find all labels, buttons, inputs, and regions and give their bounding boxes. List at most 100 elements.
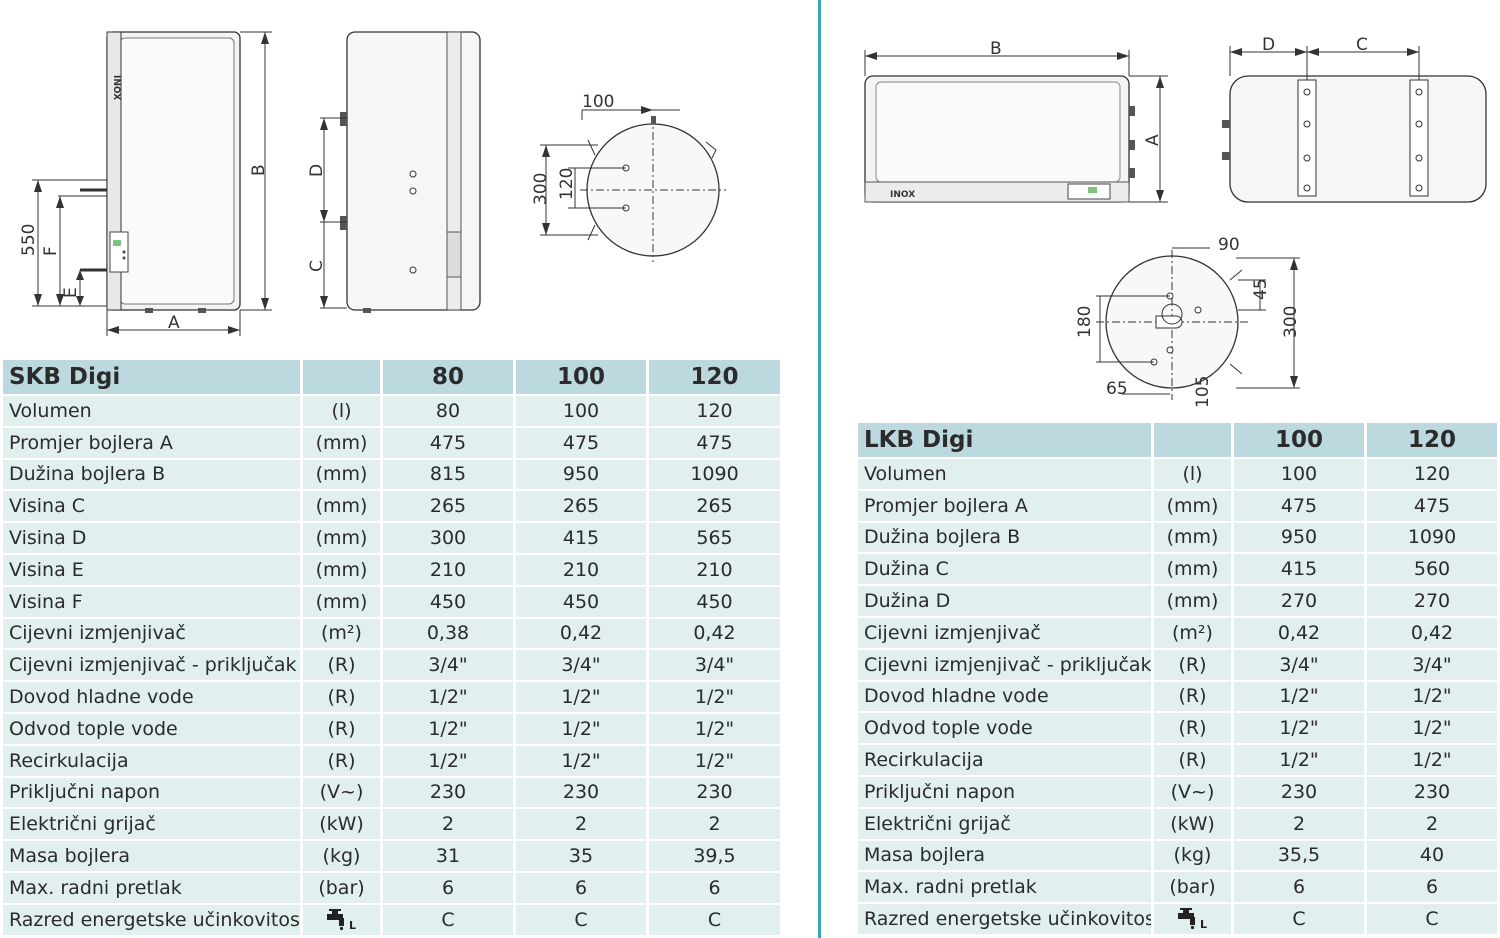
row-value: 1/2" [1234,713,1367,746]
row-unit: (mm) [303,554,383,587]
skb-model-80: 80 [383,360,516,396]
row-unit: (mm) [1154,554,1234,587]
dim-105-label: 105 [1193,376,1213,408]
row-label: Priključni napon [858,776,1154,809]
dim-c-label: C [307,260,327,272]
table-row: Recirkulacija(R)1/2"1/2"1/2" [3,745,783,778]
row-value: 1/2" [1234,681,1367,714]
row-value: 210 [649,554,783,587]
row-unit: (m²) [303,618,383,651]
lkb-unit-header [1154,423,1234,459]
row-value: 475 [1234,490,1367,523]
skb-side-drawing: D C [300,0,500,320]
table-row: Dovod hladne vode(R)1/2"1/2" [858,681,1500,714]
brand-inox-label: INOX [111,75,121,100]
tap-L-icon: L [1176,908,1210,931]
tap-L-icon: L [325,908,359,932]
dim-a-label: A [168,313,180,333]
table-row: Recirkulacija(R)1/2"1/2" [858,745,1500,777]
table-row: Cijevni izmjenjivač - priključak(R)3/4"3… [3,650,783,683]
row-value: 31 [383,841,516,873]
row-value: 230 [516,777,649,810]
row-value: 3/4" [1234,649,1367,682]
row-value: 1/2" [516,682,649,714]
row-value: 6 [516,872,649,905]
row-value: 6 [1234,872,1367,905]
row-value: 265 [383,491,516,524]
row-value: 3/4" [1367,649,1500,682]
dim-90-label: 90 [1218,235,1240,255]
dim-180-label: 180 [1075,306,1095,338]
row-value: 2 [516,809,649,842]
row-label: Električni grijač [3,809,303,842]
row-label: Cijevni izmjenjivač [3,618,303,651]
row-unit: (R) [1154,713,1234,746]
row-label: Max. radni pretlak [3,872,303,905]
row-value: 0,38 [383,618,516,651]
skb-top-drawing: 100 300 120 [520,80,740,270]
row-label: Dužina C [858,554,1154,587]
row-value: 450 [649,586,783,619]
row-unit: (R) [303,745,383,778]
row-label: Promjer bojlera A [3,427,303,460]
row-label: Visina D [3,523,303,555]
lkb-side-drawing: D C [1210,30,1500,220]
row-value: 3/4" [649,650,783,683]
row-value: 230 [383,777,516,810]
row-value: 1/2" [1234,745,1367,777]
dim-45-label: 45 [1251,278,1271,300]
row-unit: (R) [303,650,383,683]
dim-d-label: D [307,164,327,177]
row-value: 39,5 [649,841,783,873]
row-value: 265 [516,491,649,524]
brand-inox-label: INOX [890,190,915,200]
dim-e-label: E [61,287,81,298]
row-unit: (kg) [1154,840,1234,873]
row-value: 3/4" [383,650,516,683]
row-value: 120 [1367,459,1500,491]
row-unit: (mm) [1154,586,1234,618]
row-value: 3/4" [516,650,649,683]
row-label: Recirkulacija [3,745,303,778]
row-value: 0,42 [1367,617,1500,650]
row-value: 415 [1234,554,1367,587]
row-unit: (mm) [1154,522,1234,555]
dim-d-label: D [1262,35,1275,55]
skb-header-row: SKB Digi 80 100 120 [3,360,783,396]
row-value: 270 [1234,586,1367,618]
row-value: 815 [383,459,516,492]
row-value: 415 [516,523,649,555]
row-value: 1/2" [516,745,649,778]
row-value: C [1367,904,1500,936]
dim-f-label: F [41,246,61,256]
dim-65-label: 65 [1106,379,1128,399]
row-unit: (mm) [303,586,383,619]
row-value: 230 [649,777,783,810]
row-label: Priključni napon [3,777,303,810]
table-row: Cijevni izmjenjivač - priključak(R)3/4"3… [858,649,1500,682]
row-unit: (bar) [1154,872,1234,905]
row-value: 1/2" [1367,713,1500,746]
row-unit: (R) [303,713,383,746]
row-value: 1/2" [383,745,516,778]
row-unit: (V~) [303,777,383,810]
row-value: 1/2" [1367,745,1500,777]
row-value: 1/2" [383,682,516,714]
row-unit: (R) [1154,745,1234,777]
row-label: Visina C [3,491,303,524]
row-value: 1/2" [1367,681,1500,714]
dim-b-label: B [990,39,1002,59]
row-value: 950 [1234,522,1367,555]
table-row: Dovod hladne vode(R)1/2"1/2"1/2" [3,682,783,714]
